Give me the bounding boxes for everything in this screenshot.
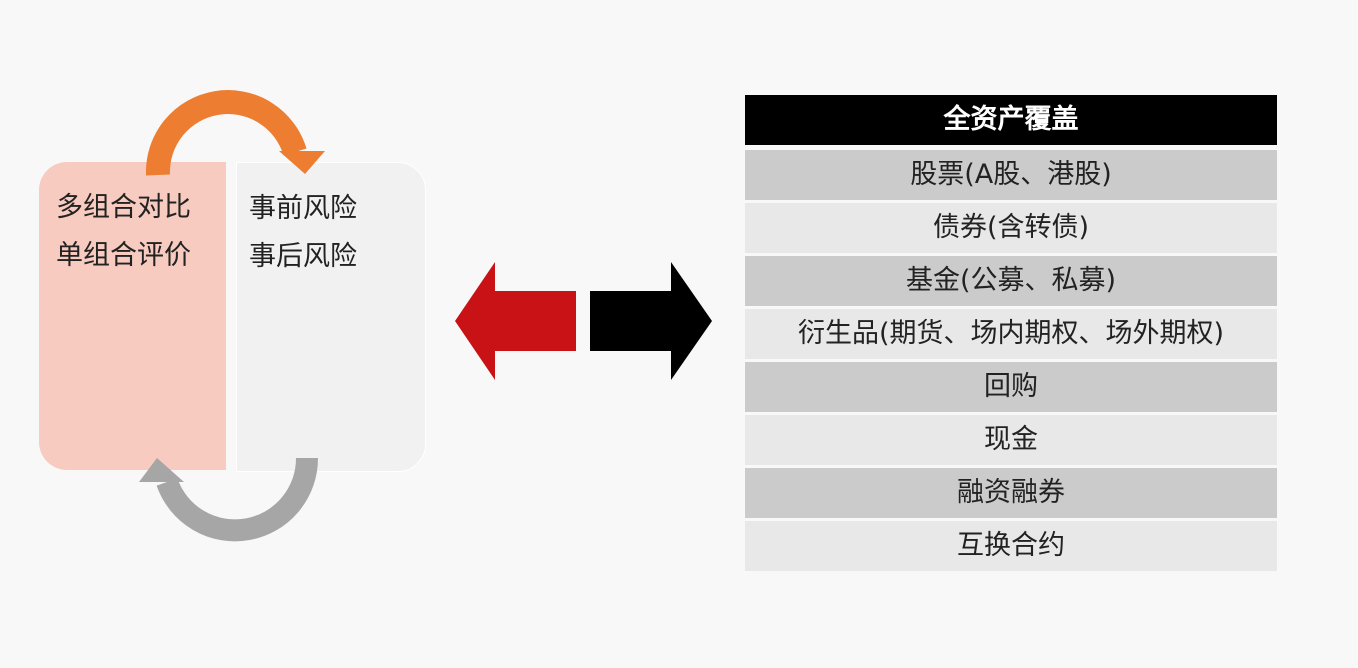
table-row: 回购 xyxy=(745,362,1277,412)
table-row: 融资融券 xyxy=(745,468,1277,518)
risk-panel: 事前风险 事后风险 xyxy=(236,162,426,472)
ex-post-risk-label: 事后风险 xyxy=(249,241,357,272)
black-right-arrow-icon xyxy=(590,262,712,380)
table-row: 基金(公募、私募) xyxy=(745,256,1277,306)
ex-ante-risk-label: 事前风险 xyxy=(249,193,357,224)
multi-portfolio-compare-label: 多组合对比 xyxy=(56,192,191,223)
table-header: 全资产覆盖 xyxy=(745,95,1277,145)
asset-coverage-table: 全资产覆盖 股票(A股、港股) 债券(含转债) 基金(公募、私募) 衍生品(期货… xyxy=(745,95,1277,574)
table-row: 股票(A股、港股) xyxy=(745,150,1277,200)
table-row: 债券(含转债) xyxy=(745,203,1277,253)
gray-cycle-arrow-icon xyxy=(139,457,319,542)
table-row: 衍生品(期货、场内期权、场外期权) xyxy=(745,309,1277,359)
orange-cycle-arrow-icon xyxy=(145,90,325,176)
red-left-arrow-icon xyxy=(455,262,576,380)
table-row: 互换合约 xyxy=(745,521,1277,571)
single-portfolio-eval-label: 单组合评价 xyxy=(56,240,191,271)
table-row: 现金 xyxy=(745,415,1277,465)
portfolio-evaluation-panel: 多组合对比 单组合评价 xyxy=(39,162,226,470)
